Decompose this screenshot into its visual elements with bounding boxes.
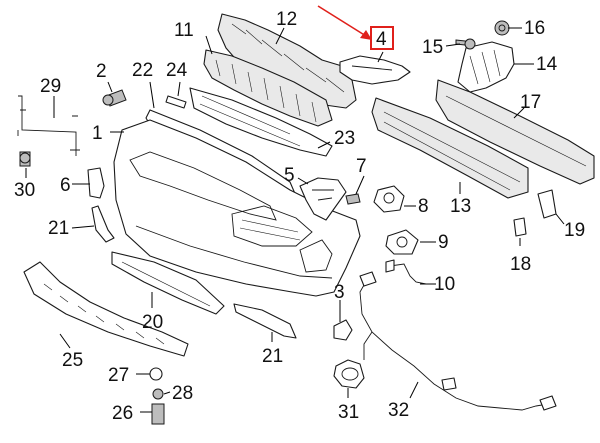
highlight-box [370,26,394,50]
part-9-sensor-holder[interactable] [385,229,419,255]
label-29: 29 [40,76,61,97]
part-20-lower-grille[interactable] [111,251,225,315]
label-9: 9 [438,232,449,253]
part-13-reinforcement[interactable] [371,97,529,199]
label-10: 10 [434,274,455,295]
label-30: 30 [14,180,35,201]
part-21-bracket-right[interactable] [233,303,297,339]
label-32: 32 [388,400,409,421]
part-2-bolt[interactable] [102,89,127,107]
label-14: 14 [536,54,558,75]
part-10-harness[interactable] [385,259,427,285]
label-2: 2 [96,61,107,82]
part-21-bracket-left[interactable] [91,205,115,243]
label-4[interactable]: 4 [376,29,387,50]
part-6-bracket[interactable] [87,167,105,199]
part-19-bracket[interactable] [537,189,557,219]
part-30-bolt[interactable] [19,151,31,167]
label-6: 6 [60,175,71,196]
part-27-clip[interactable] [149,367,163,381]
part-4-bracket[interactable] [339,55,411,85]
part-16-nut[interactable] [494,20,510,36]
part-17-impact-bar[interactable] [435,79,595,185]
part-26-screw[interactable] [151,403,165,425]
label-28: 28 [172,383,193,404]
part-11-deflector[interactable] [203,49,333,127]
label-25: 25 [62,350,83,371]
label-27: 27 [108,365,129,386]
label-24: 24 [166,60,188,81]
part-18-clip[interactable] [513,217,527,237]
part-7-insert[interactable] [345,193,361,205]
label-31: 31 [338,402,359,423]
part-25-spoiler[interactable] [23,261,189,357]
part-5-bracket[interactable] [299,177,347,221]
label-12: 12 [276,9,297,30]
part-29-bracket[interactable] [17,95,80,156]
label-1: 1 [92,123,103,144]
label-8: 8 [418,196,429,217]
part-31-sensor[interactable] [333,359,365,389]
label-22: 22 [132,60,153,81]
part-23-air-guide[interactable] [189,87,333,157]
part-28-nut[interactable] [152,388,164,400]
callout-labels: 1 2 3 4 5 6 7 8 9 10 11 12 13 14 15 16 1… [14,9,585,424]
label-7: 7 [356,156,367,177]
label-11: 11 [174,20,194,41]
label-20: 20 [142,312,163,333]
label-13: 13 [450,196,471,217]
leader-lines [25,27,565,413]
part-15-screw[interactable] [455,38,476,50]
label-16: 16 [524,18,545,39]
label-19: 19 [564,220,585,241]
label-17: 17 [520,92,541,113]
highlight-arrow [317,5,372,40]
part-14-side-bracket[interactable] [457,41,515,93]
part-24-clip[interactable] [165,95,187,109]
part-3-sensor[interactable] [333,319,353,341]
label-5: 5 [284,165,295,186]
label-21a: 21 [48,218,69,239]
part-1-bumper-cover[interactable] [113,119,361,297]
label-21b: 21 [262,346,283,367]
label-15: 15 [422,37,443,58]
label-26: 26 [112,403,133,424]
label-23: 23 [334,128,355,149]
part-32-harness[interactable] [359,271,557,411]
part-8-sensor-holder[interactable] [373,185,405,213]
label-18: 18 [510,254,531,275]
label-3: 3 [334,282,345,303]
